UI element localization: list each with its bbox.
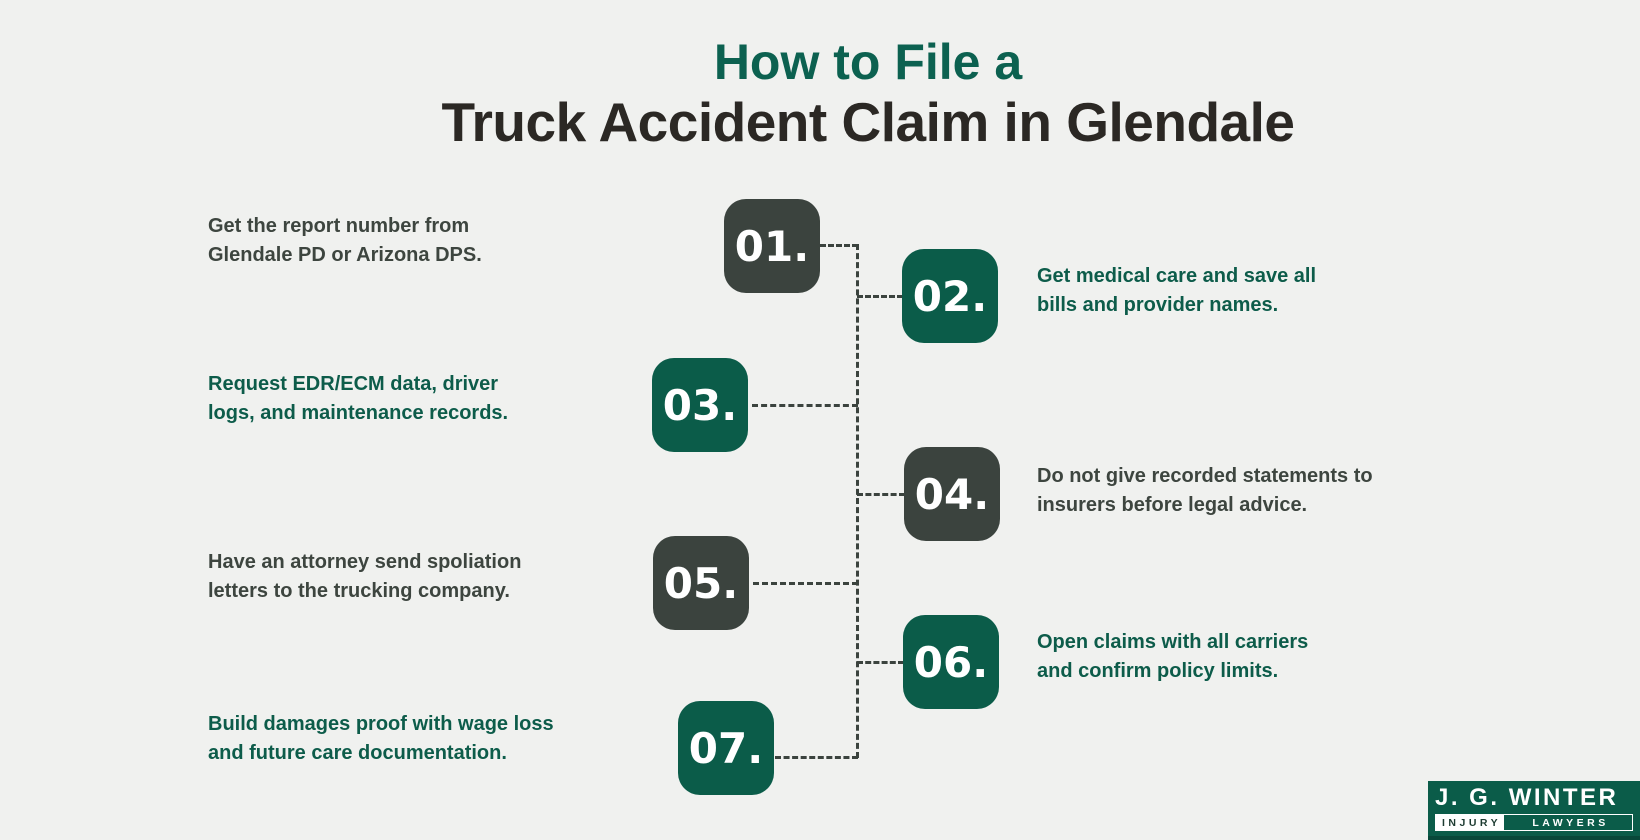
step-06-text: Open claims with all carriers and confir… bbox=[1037, 628, 1308, 686]
step-01-text: Get the report number from Glendale PD o… bbox=[208, 212, 482, 270]
connector-step-07 bbox=[775, 756, 858, 759]
page-title: How to File a Truck Accident Claim in Gl… bbox=[0, 34, 1640, 152]
step-06-badge: 06. bbox=[903, 615, 999, 709]
step-07-number: 07. bbox=[688, 723, 764, 773]
step-07-text-line-1: Build damages proof with wage loss bbox=[208, 713, 554, 735]
step-02-text-line-1: Get medical care and save all bbox=[1037, 265, 1317, 287]
step-05-text-line-2: letters to the trucking company. bbox=[208, 580, 510, 602]
step-02-number: 02. bbox=[912, 271, 988, 321]
step-05-number: 05. bbox=[663, 558, 739, 608]
step-03-number: 03. bbox=[662, 380, 738, 430]
connector-step-03 bbox=[752, 404, 858, 407]
step-05-text: Have an attorney send spoliation letters… bbox=[208, 548, 521, 606]
step-04-number: 04. bbox=[914, 469, 990, 519]
logo-firm-name: J. G. WINTER bbox=[1435, 784, 1619, 811]
step-05-badge: 05. bbox=[653, 536, 749, 630]
step-03-text-line-1: Request EDR/ECM data, driver bbox=[208, 373, 499, 395]
connector-step-04 bbox=[857, 493, 905, 496]
step-04-text-line-1: Do not give recorded statements to bbox=[1037, 465, 1373, 487]
step-05-text-line-1: Have an attorney send spoliation bbox=[208, 551, 522, 573]
jg-winter-logo: J. G. WINTER INJURY LAWYERS bbox=[1428, 781, 1640, 840]
step-03-text: Request EDR/ECM data, driver logs, and m… bbox=[208, 370, 508, 428]
step-04-text-line-2: insurers before legal advice. bbox=[1037, 494, 1308, 516]
title-line-2: Truck Accident Claim in Glendale bbox=[441, 90, 1295, 153]
step-02-text-line-2: bills and provider names. bbox=[1037, 294, 1279, 316]
step-02-text: Get medical care and save all bills and … bbox=[1037, 262, 1316, 320]
step-03-badge: 03. bbox=[652, 358, 748, 452]
step-06-text-line-2: and confirm policy limits. bbox=[1037, 660, 1279, 682]
connector-step-06 bbox=[857, 661, 904, 664]
logo-lawyers-label: LAWYERS bbox=[1503, 814, 1633, 831]
step-04-text: Do not give recorded statements to insur… bbox=[1037, 462, 1373, 520]
step-06-number: 06. bbox=[913, 637, 989, 687]
connector-step-05 bbox=[753, 582, 858, 585]
step-03-text-line-2: logs, and maintenance records. bbox=[208, 402, 509, 424]
logo-injury-label: INJURY bbox=[1435, 814, 1504, 831]
step-07-badge: 07. bbox=[678, 701, 774, 795]
connector-step-01 bbox=[820, 244, 858, 247]
step-06-text-line-1: Open claims with all carriers bbox=[1037, 631, 1309, 653]
step-04-badge: 04. bbox=[904, 447, 1000, 541]
step-07-text-line-2: and future care documentation. bbox=[208, 742, 507, 764]
step-01-number: 01. bbox=[734, 221, 810, 271]
step-02-badge: 02. bbox=[902, 249, 998, 343]
step-01-text-line-2: Glendale PD or Arizona DPS. bbox=[208, 244, 482, 266]
timeline-spine-dashed-line bbox=[856, 244, 859, 758]
logo-subtitle-row: INJURY LAWYERS bbox=[1435, 814, 1633, 831]
connector-step-02 bbox=[857, 295, 903, 298]
step-07-text: Build damages proof with wage loss and f… bbox=[208, 710, 554, 768]
step-01-text-line-1: Get the report number from bbox=[208, 215, 470, 237]
step-01-badge: 01. bbox=[724, 199, 820, 293]
title-line-1: How to File a bbox=[713, 34, 1023, 90]
